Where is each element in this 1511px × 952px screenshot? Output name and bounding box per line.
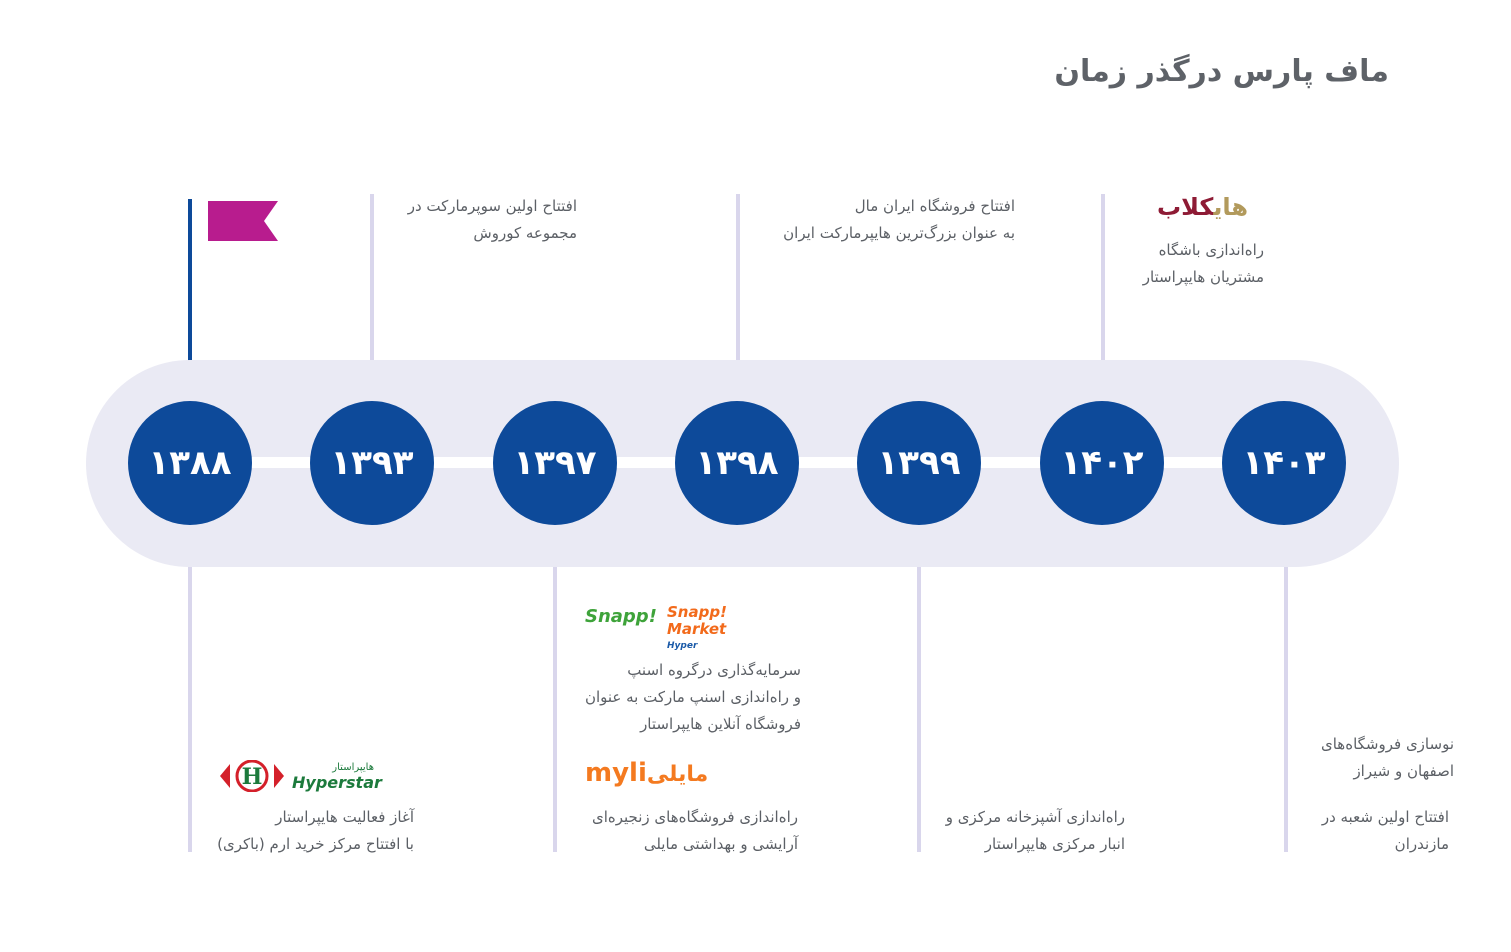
- hiclub-logo: هایکلاب: [1157, 193, 1248, 221]
- connector-line-1403: [1284, 524, 1288, 852]
- snapp-market-logo-line2: Market: [667, 620, 727, 638]
- milestone-1397-snapp: سرمایه‌گذاری درگروه اسنپ و راه‌اندازی اس…: [585, 657, 801, 738]
- hyperstar-logo: H هایپراستار Hyperstar: [218, 760, 382, 794]
- snapp-logo: Snapp!: [585, 606, 657, 627]
- year-1393: ۱۳۹۳: [310, 401, 434, 525]
- year-1399: ۱۳۹۹: [857, 401, 981, 525]
- milestone-1399: راه‌اندازی آشپزخانه مرکزی و انبار مرکزی …: [946, 804, 1125, 858]
- connector-line-1402: [1101, 194, 1105, 404]
- connector-line-1388-lower: [188, 524, 192, 852]
- milestone-1397-myli: راه‌اندازی فروشگاه‌های زنجیره‌ای آرایشی …: [592, 804, 798, 858]
- hiclub-logo-club: کلاب: [1157, 193, 1214, 221]
- connector-line-1399: [917, 524, 921, 852]
- milestone-1398-line2: به عنوان بزرگ‌ترین هایپرمارکت ایران: [783, 224, 1015, 242]
- myli-logo-en: myli: [585, 758, 647, 788]
- milestone-1393-line1: افتتاح اولین سوپرمارکت در: [407, 197, 577, 215]
- milestone-1397-snapp-line2: و راه‌اندازی اسنپ مارکت به عنوان: [584, 688, 801, 706]
- milestone-1398: افتتاح فروشگاه ایران مال به عنوان بزرگ‌ت…: [783, 193, 1015, 247]
- milestone-1393: افتتاح اولین سوپرمارکت در مجموعه کوروش: [408, 193, 577, 247]
- milestone-1398-line1: افتتاح فروشگاه ایران مال: [854, 197, 1015, 215]
- snapp-market-logo-line1: Snapp!: [667, 603, 727, 621]
- connector-line-1388: [188, 199, 192, 404]
- myli-logo-fa: مایلی: [646, 762, 709, 787]
- hyperstar-h-icon: H: [220, 760, 284, 792]
- milestone-1402-line1: راه‌اندازی باشگاه: [1158, 241, 1264, 259]
- milestone-1388-line2: با افتتاح مرکز خرید ارم (باکری): [217, 835, 414, 853]
- milestone-1397-snapp-line3: فروشگاه آنلاین هایپراستار: [640, 715, 801, 733]
- milestone-1397-snapp-line1: سرمایه‌گذاری درگروه اسنپ: [627, 661, 801, 679]
- snapp-market-logo: Snapp! Market Hyper: [667, 604, 727, 655]
- milestone-1403-renovation-line2: اصفهان و شیراز: [1353, 762, 1454, 780]
- milestone-1403-mazandaran-line1: افتتاح اولین شعبه در: [1321, 808, 1449, 826]
- milestone-1393-line2: مجموعه کوروش: [473, 224, 577, 242]
- milestone-1399-line1: راه‌اندازی آشپزخانه مرکزی و: [945, 808, 1125, 826]
- milestone-1402: راه‌اندازی باشگاه مشتریان هایپراستار: [1143, 237, 1264, 291]
- connector-line-1398: [736, 194, 740, 404]
- milestone-1388-line1: آغاز فعالیت هایپراستار: [275, 808, 414, 826]
- svg-text:H: H: [242, 764, 263, 790]
- connector-line-1397: [553, 524, 557, 852]
- milestone-1399-line2: انبار مرکزی هایپراستار: [984, 835, 1125, 853]
- hyperstar-logo-fa: هایپراستار: [332, 762, 374, 773]
- connector-line-1393: [370, 194, 374, 404]
- hiclub-logo-hi: های: [1213, 193, 1248, 221]
- milestone-1397-myli-line2: آرایشی و بهداشتی مایلی: [643, 835, 798, 853]
- year-1403: ۱۴۰۳: [1222, 401, 1346, 525]
- milestone-1403-mazandaran: افتتاح اولین شعبه در مازندران: [1322, 804, 1449, 858]
- milestone-1388: آغاز فعالیت هایپراستار با افتتاح مرکز خر…: [217, 804, 414, 858]
- year-1398: ۱۳۹۸: [675, 401, 799, 525]
- milestone-1403-renovation-line1: نوسازی فروشگاه‌های: [1320, 735, 1454, 753]
- page-title: ماف پارس درگذر زمان: [1054, 54, 1389, 89]
- year-1388: ۱۳۸۸: [128, 401, 252, 525]
- milestone-1403-renovation: نوسازی فروشگاه‌های اصفهان و شیراز: [1321, 731, 1454, 785]
- year-1397: ۱۳۹۷: [493, 401, 617, 525]
- myli-logo: myliمایلی: [585, 758, 708, 788]
- snapp-market-logo-line3: Hyper: [667, 641, 698, 651]
- year-1402: ۱۴۰۲: [1040, 401, 1164, 525]
- flag-icon: [208, 201, 278, 241]
- milestone-1403-mazandaran-line2: مازندران: [1394, 835, 1449, 853]
- hyperstar-logo-en: Hyperstar: [292, 773, 382, 792]
- milestone-1402-line2: مشتریان هایپراستار: [1142, 268, 1264, 286]
- milestone-1397-myli-line1: راه‌اندازی فروشگاه‌های زنجیره‌ای: [591, 808, 798, 826]
